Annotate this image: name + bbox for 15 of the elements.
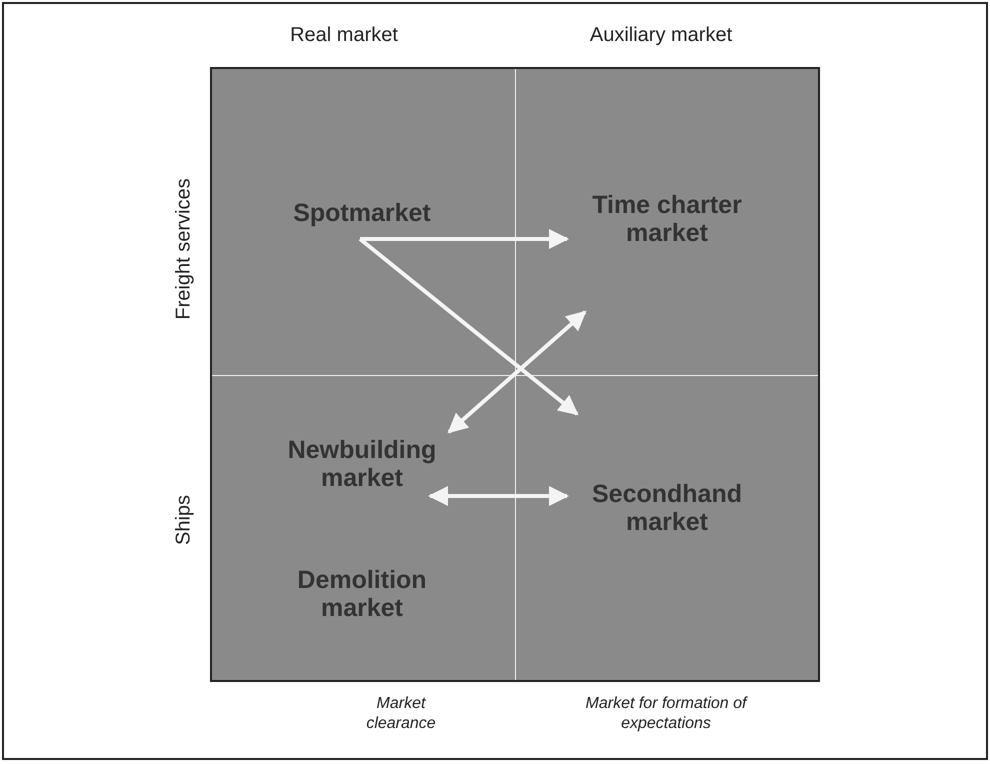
arrow: [428, 486, 569, 506]
row-heading: Ships: [172, 494, 196, 546]
market-label: Secondhand market: [590, 480, 743, 536]
axis-note: Market clearance: [365, 694, 437, 734]
arrow: [358, 237, 579, 416]
arrow: [360, 229, 569, 249]
row-heading: Freight services: [172, 178, 196, 320]
market-label: Time charter market: [591, 191, 743, 247]
column-heading: Real market: [290, 24, 398, 47]
market-label: Newbuilding market: [286, 436, 438, 492]
column-heading: Auxiliary market: [590, 24, 732, 47]
market-label: Demolition market: [296, 566, 428, 622]
market-label: Spotmarket: [293, 199, 431, 227]
arrow: [448, 310, 586, 434]
axis-note: Market for formation of expectations: [584, 694, 748, 734]
